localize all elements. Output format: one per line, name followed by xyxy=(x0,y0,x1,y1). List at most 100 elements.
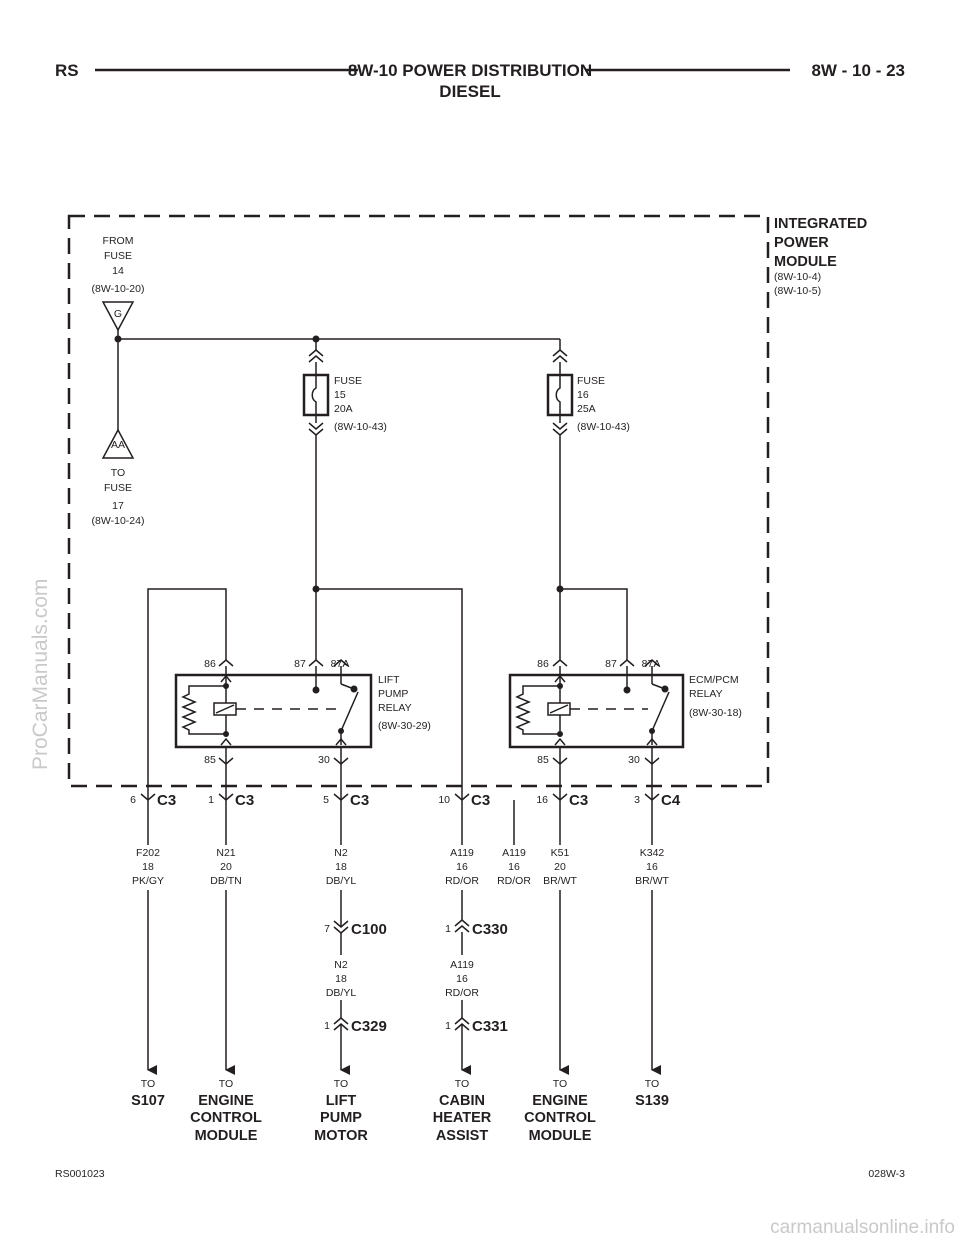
bottom-watermark: carmanualsonline.info xyxy=(770,1217,955,1238)
splice-triangle-g xyxy=(101,301,135,332)
c330-pin: 1 xyxy=(445,923,451,935)
svg-text:K342: K342 xyxy=(640,847,665,859)
source-line3: 14 xyxy=(112,265,124,277)
svg-text:S139: S139 xyxy=(635,1093,669,1109)
svg-text:S107: S107 xyxy=(131,1093,165,1109)
connector6-name: C4 xyxy=(661,792,681,809)
svg-text:MODULE: MODULE xyxy=(195,1128,258,1144)
svg-text:A119: A119 xyxy=(450,847,474,859)
header-page-number: 8W - 10 - 23 xyxy=(811,61,905,80)
destination-engine-control-module-2: TO ENGINE CONTROL MODULE xyxy=(524,1078,596,1144)
connector1-pin: 6 xyxy=(130,794,136,806)
page-header: RS 8W-10 POWER DISTRIBUTION DIESEL 8W - … xyxy=(55,61,905,101)
relay1-name-line2: PUMP xyxy=(378,688,408,700)
splice-tag-aa: AA xyxy=(111,439,125,451)
svg-text:DB/YL: DB/YL xyxy=(326,875,357,887)
c331-pin: 1 xyxy=(445,1020,451,1032)
fuse-15 xyxy=(302,339,330,660)
svg-text:K51: K51 xyxy=(551,847,570,859)
svg-text:RD/OR: RD/OR xyxy=(445,987,479,999)
output-line2: FUSE xyxy=(104,482,132,494)
wire-label-k51: K51 20 BR/WT xyxy=(543,847,577,887)
header-title: 8W-10 POWER DISTRIBUTION xyxy=(348,61,592,80)
fuse-16 xyxy=(546,339,574,660)
wire-label-f202: F202 18 PK/GY xyxy=(132,847,164,887)
svg-text:RD/OR: RD/OR xyxy=(445,875,479,887)
lift-pump-relay-feeds xyxy=(147,585,463,778)
relay1-pin-85: 85 xyxy=(204,754,216,766)
lift-pump-relay xyxy=(174,659,373,778)
svg-text:PK/GY: PK/GY xyxy=(132,875,164,887)
module-name-line2: POWER xyxy=(774,235,829,251)
fuse-16-number: 16 xyxy=(577,389,589,401)
module-ref2: (8W-10-5) xyxy=(774,285,821,297)
svg-text:MOTOR: MOTOR xyxy=(314,1128,368,1144)
relay1-pin-87a: 87A xyxy=(331,658,350,670)
svg-text:LIFT: LIFT xyxy=(326,1093,357,1109)
module-name-line3: MODULE xyxy=(774,254,837,270)
relay2-pin-87: 87 xyxy=(605,658,617,670)
module-ref1: (8W-10-4) xyxy=(774,271,821,283)
svg-text:16: 16 xyxy=(456,973,468,985)
footer-figure-id: RS001023 xyxy=(55,1168,105,1180)
svg-text:A119: A119 xyxy=(450,959,474,971)
svg-text:18: 18 xyxy=(335,973,347,985)
destination-s107: TO S107 xyxy=(131,1078,165,1109)
svg-text:A119: A119 xyxy=(502,847,526,859)
svg-text:16: 16 xyxy=(456,861,468,873)
source-fuse-label: FROM FUSE 14 (8W-10-20) xyxy=(92,235,145,295)
svg-text:PUMP: PUMP xyxy=(320,1110,362,1126)
relay1-pin-86: 86 xyxy=(204,658,216,670)
source-ref: (8W-10-20) xyxy=(92,283,145,295)
output-ref: (8W-10-24) xyxy=(92,515,145,527)
wire-label-a119: A119 16 RD/OR xyxy=(445,847,479,887)
svg-text:16: 16 xyxy=(646,861,658,873)
connector4-name: C3 xyxy=(471,792,490,809)
relay1-ref: (8W-30-29) xyxy=(378,720,431,732)
svg-text:N21: N21 xyxy=(216,847,235,859)
fuse-16-ref: (8W-10-43) xyxy=(577,421,630,433)
output-wires xyxy=(147,800,661,1075)
source-line1: FROM xyxy=(103,235,134,247)
connector3-name: C3 xyxy=(350,792,369,809)
svg-text:TO: TO xyxy=(455,1078,469,1090)
output-line3: 17 xyxy=(112,500,124,512)
connector1-name: C3 xyxy=(157,792,176,809)
c329-pin: 1 xyxy=(324,1020,330,1032)
svg-text:BR/WT: BR/WT xyxy=(543,875,577,887)
connector6-pin: 3 xyxy=(634,794,640,806)
svg-text:DB/TN: DB/TN xyxy=(210,875,242,887)
fuse-15-label: FUSE xyxy=(334,375,362,387)
relay2-pin-87a: 87A xyxy=(642,658,661,670)
relay2-ref: (8W-30-18) xyxy=(689,707,742,719)
side-watermark: ProCarManuals.com xyxy=(29,579,52,770)
svg-text:TO: TO xyxy=(334,1078,348,1090)
destination-s139: TO S139 xyxy=(635,1078,669,1109)
relay1-name-line3: RELAY xyxy=(378,702,412,714)
svg-text:18: 18 xyxy=(335,861,347,873)
svg-text:16: 16 xyxy=(508,861,520,873)
c329-name: C329 xyxy=(351,1018,387,1035)
relay1-pin-87: 87 xyxy=(294,658,306,670)
fuse-15-rating: 20A xyxy=(334,403,353,415)
svg-text:TO: TO xyxy=(141,1078,155,1090)
ecm-relay-feeds xyxy=(556,585,628,660)
connector5-pin: 16 xyxy=(536,794,548,806)
splice-tag-g: G xyxy=(114,308,122,320)
module-name-line1: INTEGRATED xyxy=(774,216,867,232)
svg-text:N2: N2 xyxy=(334,847,348,859)
connector2-name: C3 xyxy=(235,792,254,809)
svg-text:RD/OR: RD/OR xyxy=(497,875,531,887)
footer-drawing-id: 028W-3 xyxy=(868,1168,905,1180)
inline-wire-label-a119: A119 16 RD/OR xyxy=(445,959,479,999)
svg-text:HEATER: HEATER xyxy=(433,1110,492,1126)
svg-text:20: 20 xyxy=(554,861,566,873)
c100-name: C100 xyxy=(351,921,387,938)
svg-text:TO: TO xyxy=(645,1078,659,1090)
wire-label-a119-bus: A119 16 RD/OR xyxy=(497,847,531,887)
wire-label-k342: K342 16 BR/WT xyxy=(635,847,669,887)
output-line1: TO xyxy=(111,467,125,479)
integrated-power-module-boundary xyxy=(67,214,770,788)
svg-text:F202: F202 xyxy=(136,847,160,859)
